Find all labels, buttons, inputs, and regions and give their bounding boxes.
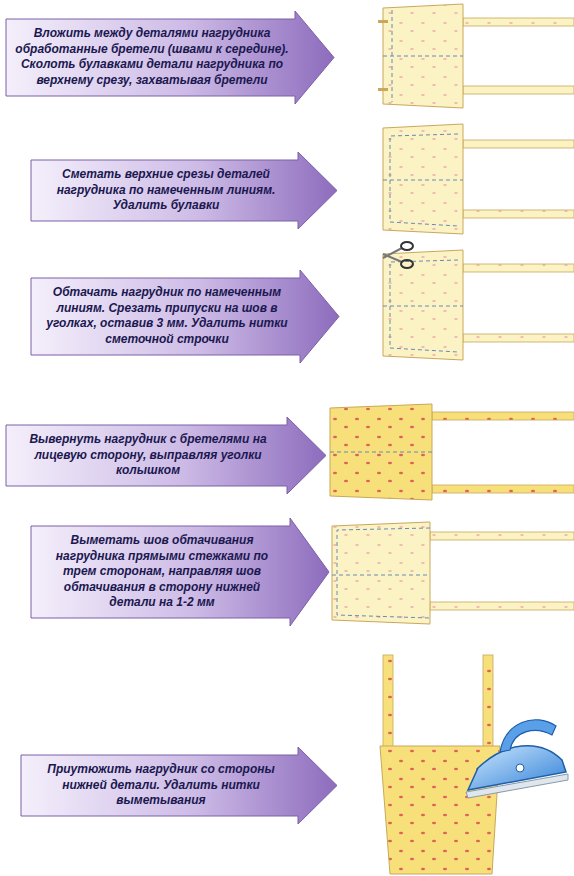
instruction-arrow: Сметать верхние срезы деталей нагрудника…	[30, 151, 338, 230]
instruction-arrow: Выметать шов обтачивания нагрудника прям…	[30, 517, 330, 627]
step-text: Сметать верхние срезы деталей нагрудника…	[30, 151, 338, 230]
step-text: Приутюжить нагрудник со стороны нижней д…	[20, 746, 338, 825]
step-text: Вложить между деталями нагрудника обрабо…	[5, 10, 335, 104]
step-text: Вывернуть нагрудник с бретелями на лицев…	[5, 416, 327, 495]
iron	[466, 720, 568, 798]
scissors	[383, 242, 413, 268]
instruction-arrow: Приутюжить нагрудник со стороны нижней д…	[20, 746, 338, 825]
instruction-arrow: Вложить между деталями нагрудника обрабо…	[5, 10, 335, 105]
step-text: Обтачать нагрудник по намеченным линиям.…	[30, 269, 340, 363]
instruction-arrow: Обтачать нагрудник по намеченным линиям.…	[30, 269, 340, 364]
instruction-arrow: Вывернуть нагрудник с бретелями на лицев…	[5, 416, 327, 495]
step-text: Выметать шов обтачивания нагрудника прям…	[30, 517, 330, 627]
